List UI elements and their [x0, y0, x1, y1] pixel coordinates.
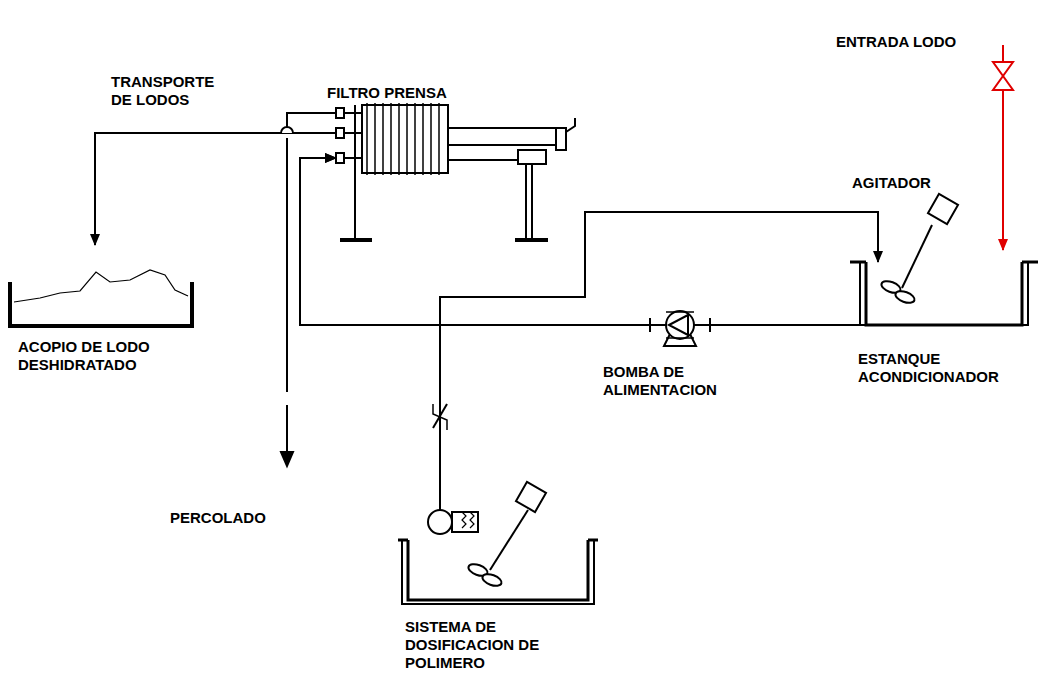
- agitator-label: AGITADOR: [850, 174, 933, 192]
- pipe-connector: [300, 158, 600, 325]
- pipe-connector: [300, 158, 440, 510]
- sludge-heap: [14, 270, 188, 302]
- line-hop: [282, 134, 292, 138]
- filter-plate: [430, 103, 432, 175]
- sludge-tray: [10, 282, 192, 326]
- pipe-connector: [440, 212, 878, 510]
- filter-plate: [366, 103, 368, 175]
- percolate-line: [287, 113, 340, 392]
- pipe-connector: [95, 133, 336, 245]
- edge-label: TRANSPORTE DE LODOS: [109, 73, 228, 109]
- dosing-system: [398, 482, 598, 604]
- pipe-connector: [770, 324, 860, 326]
- filter-plate: [382, 103, 384, 175]
- dewatered-sludge-storage: ACOPIO DE LODO DESHIDRATADO: [8, 245, 198, 374]
- arrow-head: [281, 452, 293, 466]
- node-label: SISTEMA DE DOSIFICACION DE POLIMERO: [405, 618, 550, 672]
- conditioning-tank: [850, 194, 1038, 325]
- line-hop: [281, 127, 293, 133]
- filter-press: [336, 105, 575, 240]
- filter-plate: [414, 103, 416, 175]
- node-label: BOMBA DE ALIMENTACION: [603, 363, 743, 399]
- node-label: FILTRO PRENSA: [327, 84, 567, 102]
- check-valve: [433, 404, 447, 430]
- filter-plate: [422, 103, 424, 175]
- filter-plate: [406, 103, 408, 175]
- feed-pump: [650, 311, 710, 346]
- conditioning-tank-node: ESTANQUE ACONDICIONADOR: [845, 262, 1045, 386]
- feed-pump-node: BOMBA DE ALIMENTACION: [600, 305, 770, 399]
- filter-plate: [390, 103, 392, 175]
- filter-press-node: FILTRO PRENSA: [327, 84, 577, 242]
- filter-plate: [374, 103, 376, 175]
- inlet-label: ENTRADA LODO: [834, 33, 958, 51]
- percolate-label: PERCOLADO: [168, 509, 268, 527]
- sludge-inlet: [993, 45, 1013, 250]
- filter-plate: [398, 103, 400, 175]
- node-label: ESTANQUE ACONDICIONADOR: [858, 350, 1038, 386]
- polymer-dosing-node: SISTEMA DE DOSIFICACION DE POLIMERO: [395, 510, 605, 672]
- filter-plate: [438, 103, 440, 175]
- node-label: ACOPIO DE LODO DESHIDRATADO: [18, 338, 168, 374]
- filter-plates: [367, 103, 439, 175]
